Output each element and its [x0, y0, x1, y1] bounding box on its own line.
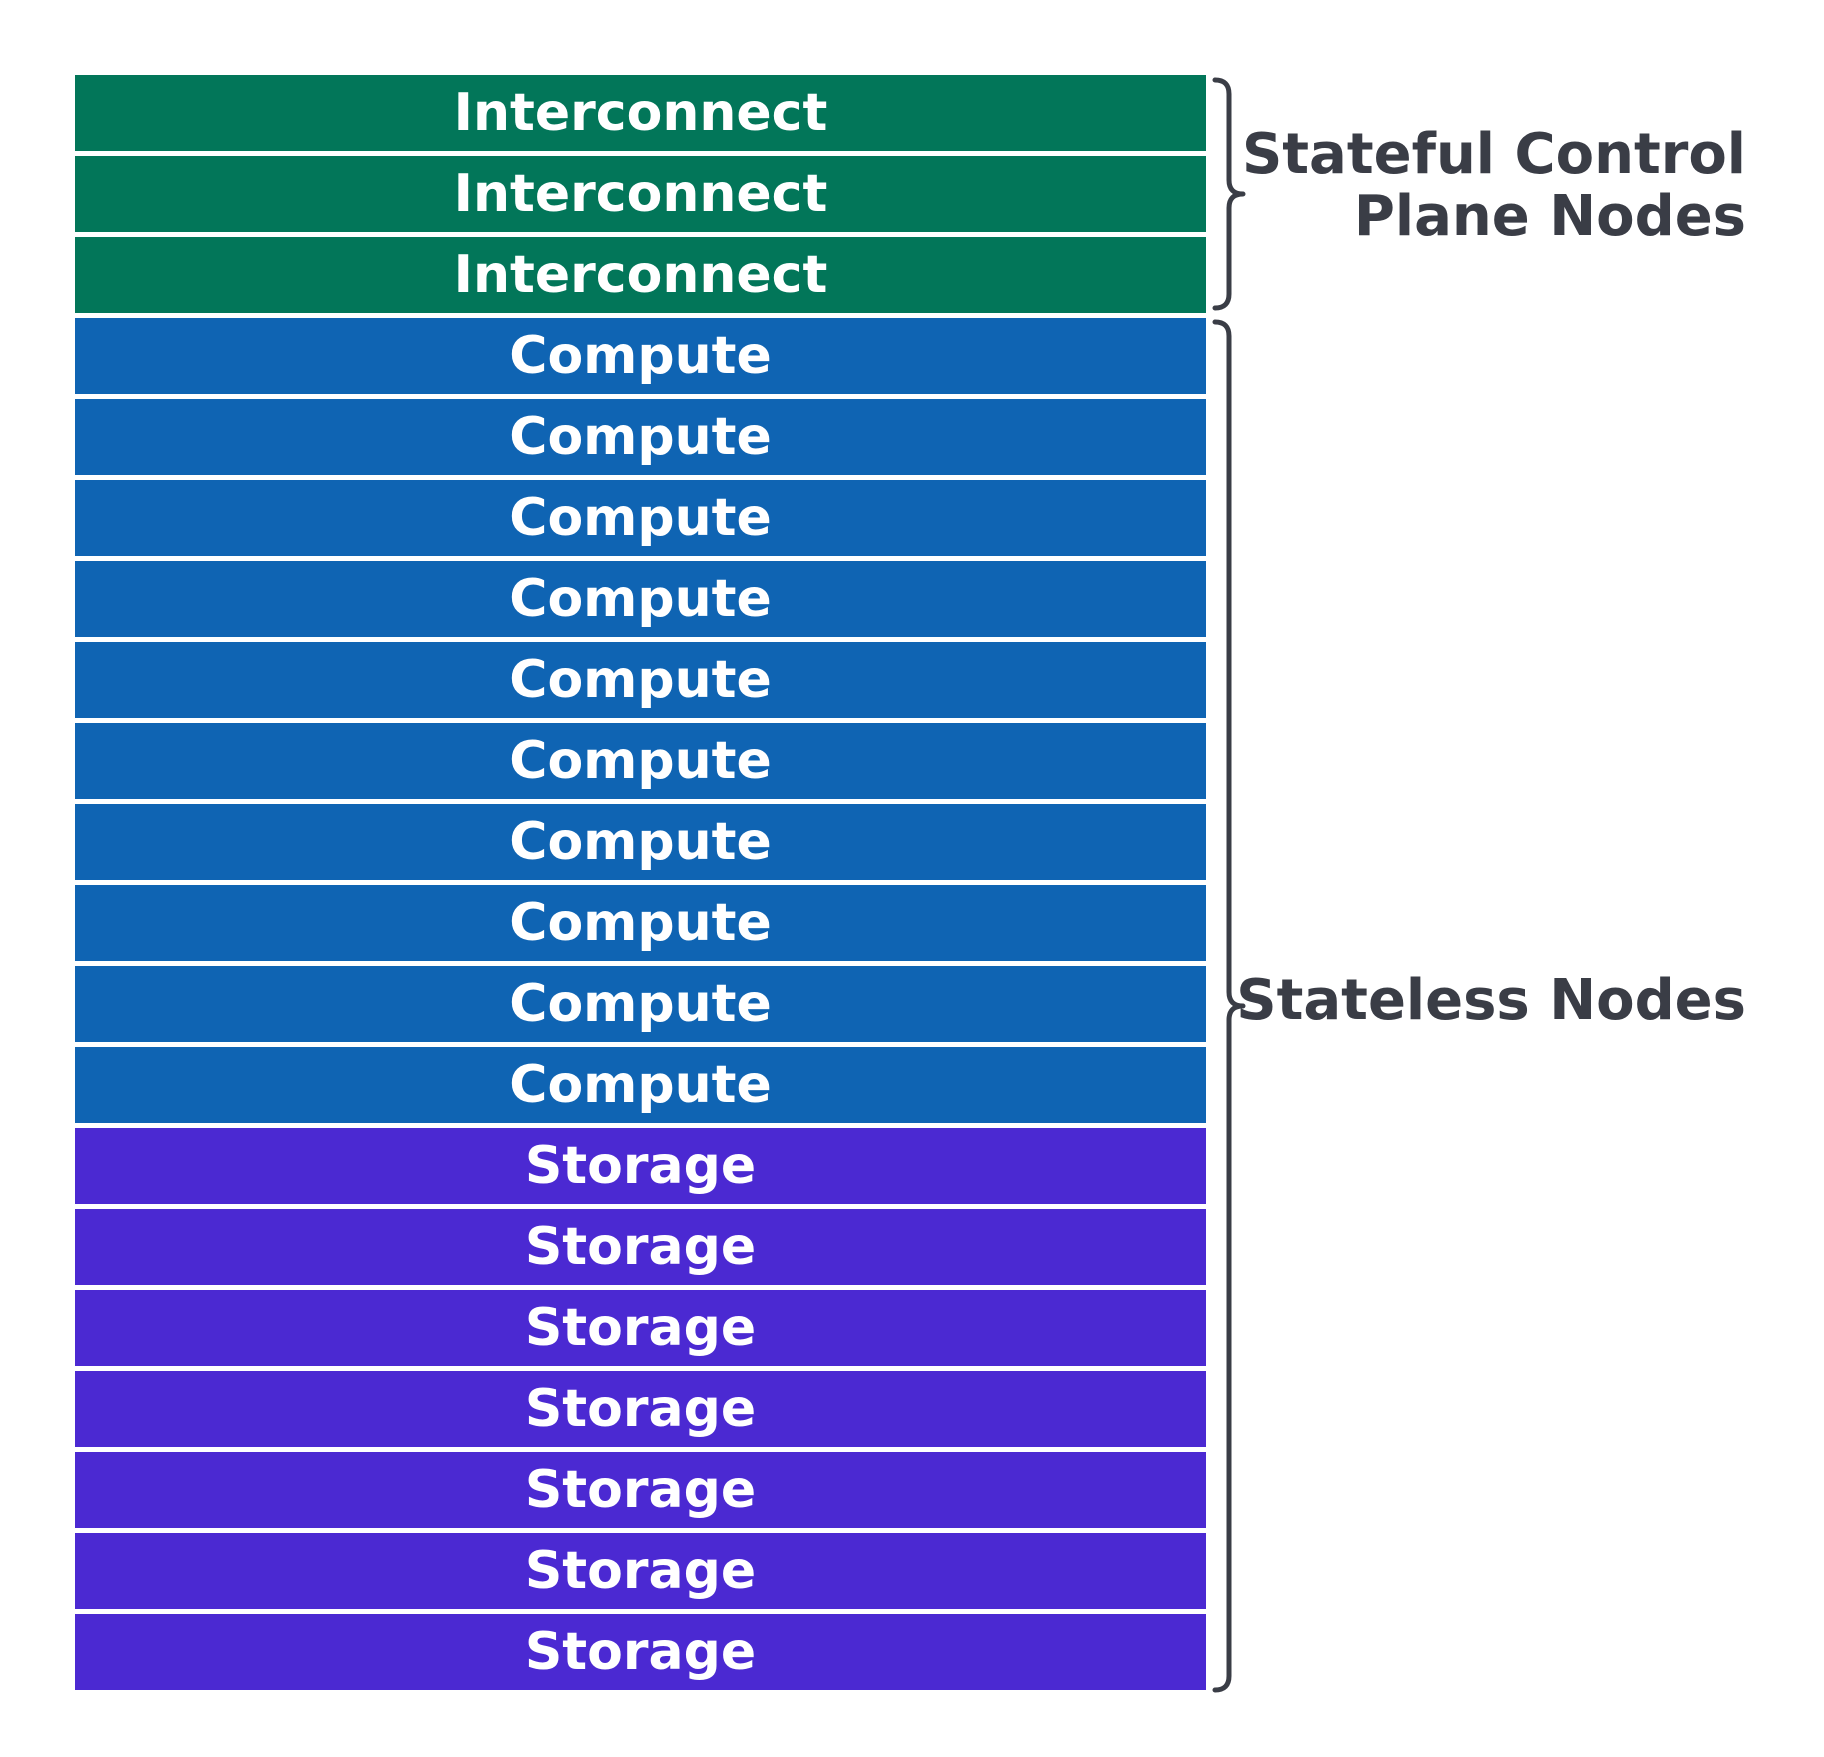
- group-label-stateful: Stateful Control Plane Nodes: [1242, 124, 1746, 248]
- group-label-line: Stateless Nodes: [1236, 968, 1746, 1033]
- interconnect-node: Interconnect: [75, 156, 1206, 232]
- group-label-line: Plane Nodes: [1353, 184, 1746, 249]
- node-label: Storage: [524, 1136, 757, 1196]
- compute-node: Compute: [75, 1047, 1206, 1123]
- node-label: Storage: [524, 1217, 757, 1277]
- node-label: Compute: [509, 893, 772, 953]
- node-label: Storage: [524, 1622, 757, 1682]
- interconnect-node: Interconnect: [75, 75, 1206, 151]
- node-label: Storage: [524, 1541, 757, 1601]
- group-label-stateless: Stateless Nodes: [1236, 970, 1746, 1032]
- interconnect-node: Interconnect: [75, 237, 1206, 313]
- group-label-line: Stateful Control: [1241, 122, 1746, 187]
- storage-node: Storage: [75, 1128, 1206, 1204]
- node-label: Compute: [509, 326, 772, 386]
- node-label: Compute: [509, 731, 772, 791]
- brace-stateful: [1212, 77, 1246, 311]
- compute-node: Compute: [75, 561, 1206, 637]
- storage-node: Storage: [75, 1614, 1206, 1690]
- storage-node: Storage: [75, 1533, 1206, 1609]
- storage-node: Storage: [75, 1290, 1206, 1366]
- compute-node: Compute: [75, 318, 1206, 394]
- node-label: Compute: [509, 974, 772, 1034]
- node-label: Compute: [509, 1055, 772, 1115]
- compute-node: Compute: [75, 804, 1206, 880]
- storage-node: Storage: [75, 1452, 1206, 1528]
- node-label: Compute: [509, 812, 772, 872]
- compute-node: Compute: [75, 966, 1206, 1042]
- node-label: Storage: [524, 1379, 757, 1439]
- node-label: Storage: [524, 1298, 757, 1358]
- node-label: Interconnect: [453, 83, 828, 143]
- node-label: Interconnect: [453, 164, 828, 224]
- compute-node: Compute: [75, 480, 1206, 556]
- compute-node: Compute: [75, 723, 1206, 799]
- node-label: Compute: [509, 488, 772, 548]
- storage-node: Storage: [75, 1371, 1206, 1447]
- compute-node: Compute: [75, 399, 1206, 475]
- node-label: Interconnect: [453, 245, 828, 305]
- node-label: Compute: [509, 407, 772, 467]
- compute-node: Compute: [75, 642, 1206, 718]
- compute-node: Compute: [75, 885, 1206, 961]
- node-label: Compute: [509, 650, 772, 710]
- node-label: Storage: [524, 1460, 757, 1520]
- storage-node: Storage: [75, 1209, 1206, 1285]
- node-label: Compute: [509, 569, 772, 629]
